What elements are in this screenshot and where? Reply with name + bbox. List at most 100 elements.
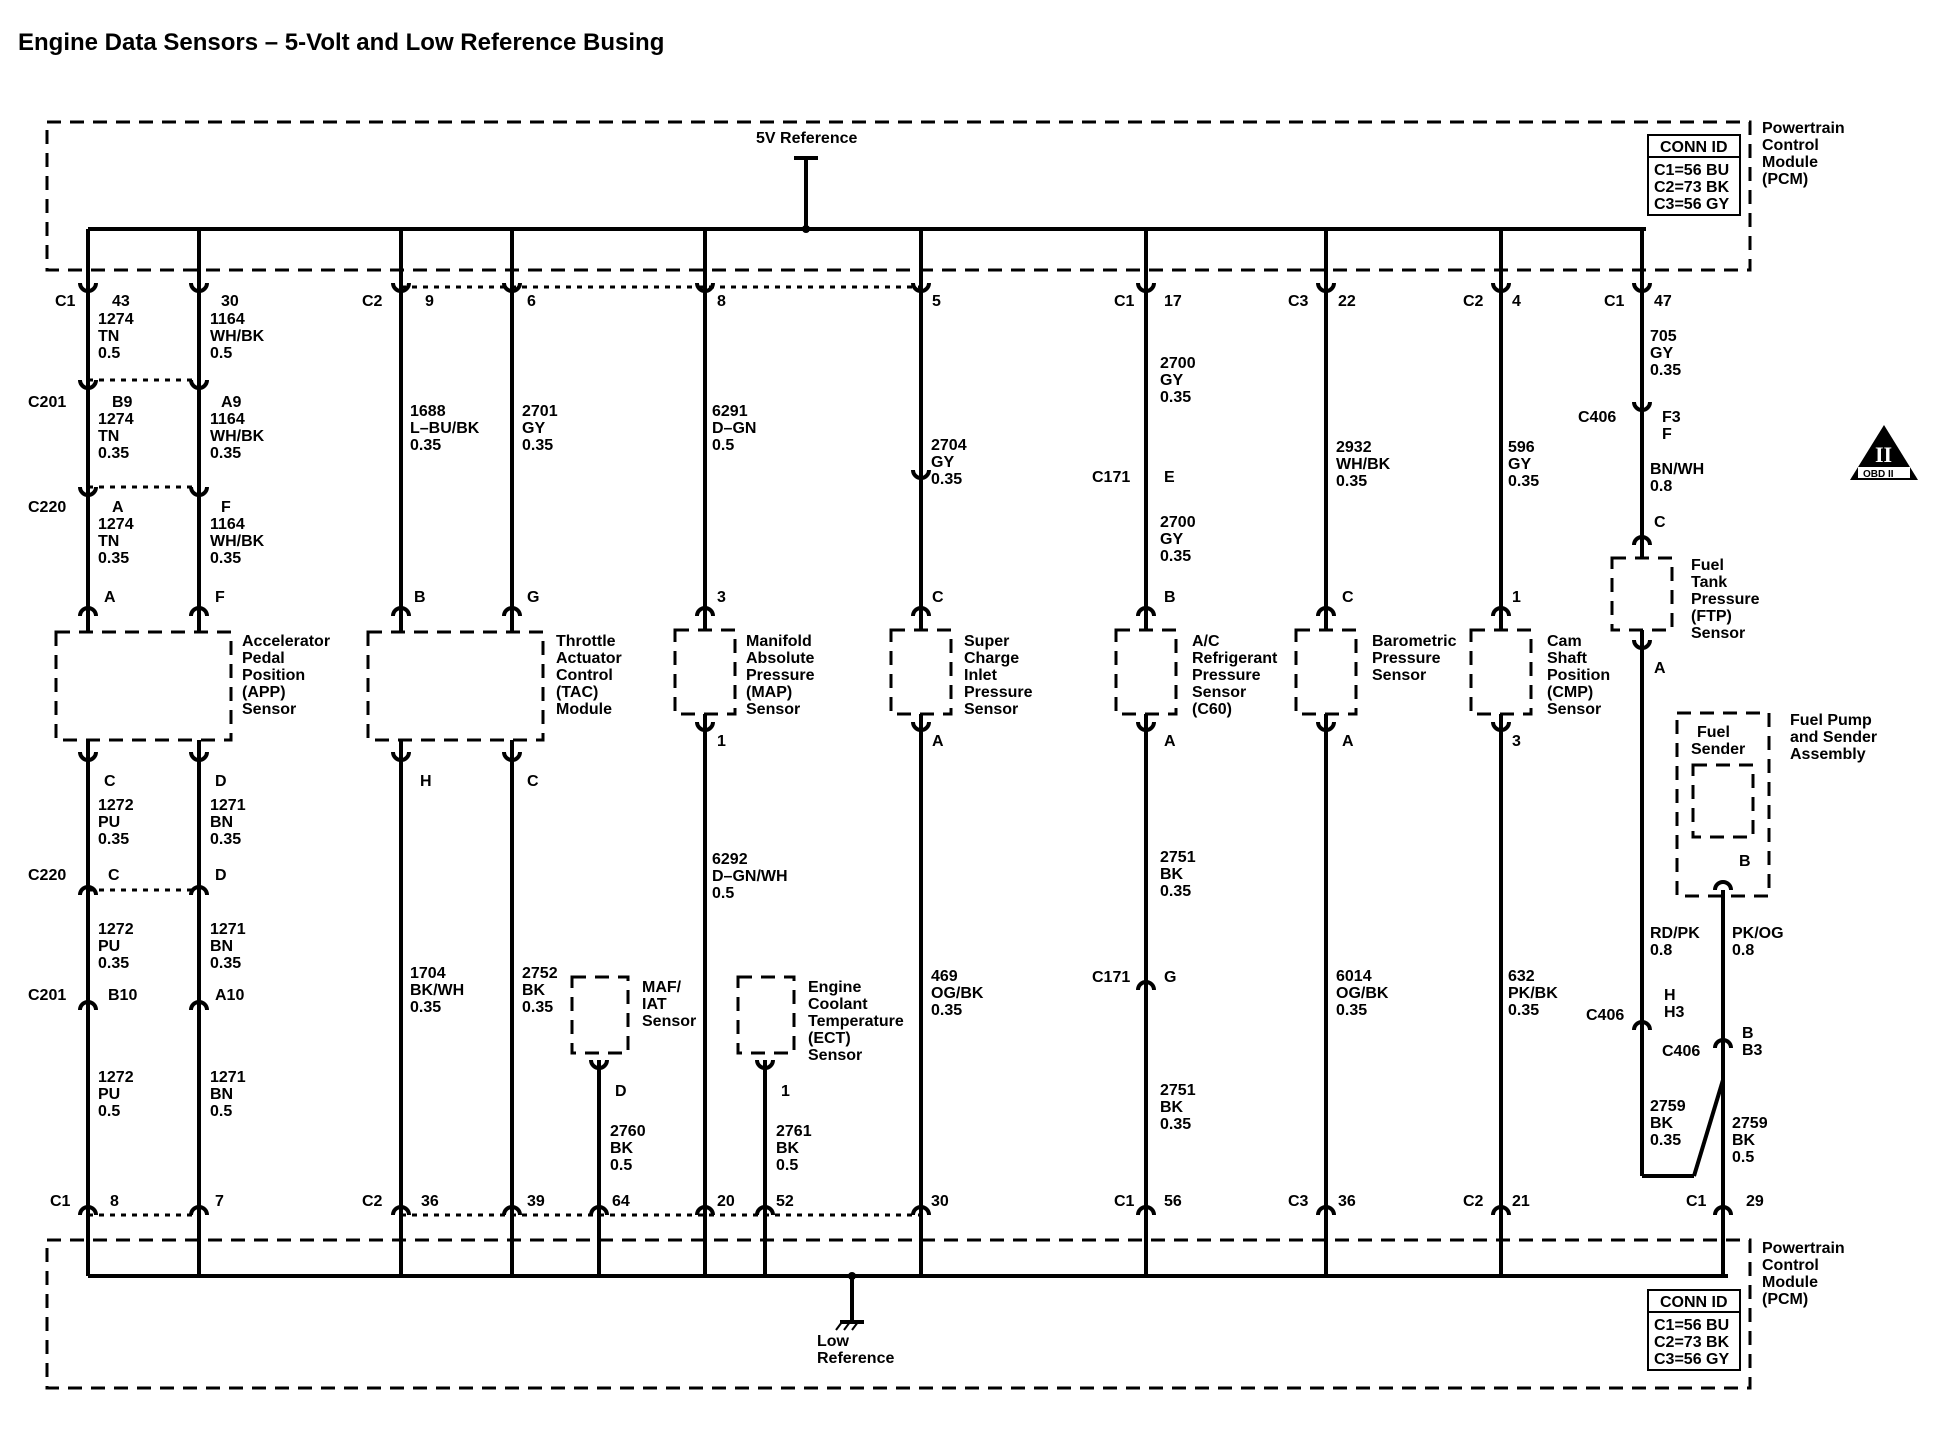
pcm-bottom-label: Powertrain Control Module (PCM) bbox=[1762, 1240, 1845, 1308]
svg-text:CONN ID: CONN ID bbox=[1660, 139, 1728, 156]
wire-label: TN bbox=[98, 428, 119, 445]
wire-label: 705 bbox=[1650, 328, 1677, 345]
wire-label: 1274 bbox=[98, 311, 134, 328]
wire-label: PU bbox=[98, 1086, 120, 1103]
wire-label: C2 bbox=[1463, 1193, 1484, 1210]
wire-label: G bbox=[527, 589, 539, 606]
wire-label: 2932 bbox=[1336, 439, 1372, 456]
wire-label: 0.5 bbox=[98, 1103, 120, 1120]
wire-label: C3 bbox=[1288, 1193, 1309, 1210]
wire-label: 9 bbox=[425, 293, 434, 310]
wire-label: BK/WH bbox=[410, 982, 464, 999]
wire-label: 0.35 bbox=[931, 471, 962, 488]
wire-label: BK bbox=[610, 1140, 634, 1157]
low-ref-label-1: Low bbox=[817, 1333, 850, 1350]
svg-text:Position: Position bbox=[242, 667, 305, 684]
wire-label: 2751 bbox=[1160, 849, 1196, 866]
wire-label: 3 bbox=[1512, 733, 1521, 750]
svg-text:and Sender: and Sender bbox=[1790, 729, 1877, 746]
wire-label: 0.35 bbox=[1336, 473, 1367, 490]
wire-label: D bbox=[215, 867, 227, 884]
ac-sensor-label: A/C Refrigerant Pressure Sensor (C60) bbox=[1192, 633, 1278, 718]
svg-text:C1=56 BU: C1=56 BU bbox=[1654, 1317, 1729, 1334]
wire-label: C1 bbox=[55, 293, 76, 310]
wire-label: 1164 bbox=[210, 311, 245, 328]
wire-label: C bbox=[1342, 589, 1354, 606]
scip-sensor-label: Super Charge Inlet Pressure Sensor bbox=[964, 633, 1033, 718]
wire-label: E bbox=[1164, 469, 1175, 486]
wire-label: 0.35 bbox=[1508, 1002, 1539, 1019]
wire-label: OG/BK bbox=[1336, 985, 1389, 1002]
svg-text:(ECT): (ECT) bbox=[808, 1030, 851, 1047]
wire-label: 0.8 bbox=[1732, 942, 1754, 959]
wire-label: 2751 bbox=[1160, 1082, 1196, 1099]
wire-label: 0.35 bbox=[1160, 1116, 1191, 1133]
app-sensor-label: Accelerator Pedal Position (APP) Sensor bbox=[242, 633, 330, 718]
wire-label: GY bbox=[931, 454, 954, 471]
svg-text:Sensor: Sensor bbox=[1547, 701, 1601, 718]
ftp-sensor-label: Fuel Tank Pressure (FTP) Sensor bbox=[1691, 557, 1760, 642]
wire-label: 1272 bbox=[98, 797, 134, 814]
wire-label: 0.35 bbox=[1160, 389, 1191, 406]
wire-label: C406 bbox=[1578, 409, 1616, 426]
wire-label: WH/BK bbox=[210, 328, 265, 345]
svg-text:Coolant: Coolant bbox=[808, 996, 868, 1013]
wire-label: C1 bbox=[1114, 293, 1135, 310]
wire-label: 0.35 bbox=[410, 999, 441, 1016]
wire-label: WH/BK bbox=[210, 428, 265, 445]
wire-label: 7 bbox=[215, 1193, 224, 1210]
svg-text:C3=56 GY: C3=56 GY bbox=[1654, 196, 1729, 213]
wire-label: C bbox=[108, 867, 120, 884]
wire-label: PU bbox=[98, 814, 120, 831]
wire-label: G bbox=[1164, 969, 1176, 986]
svg-text:Sensor: Sensor bbox=[1192, 684, 1246, 701]
wire-label: 2759 bbox=[1732, 1115, 1768, 1132]
wire-label: 30 bbox=[931, 1193, 949, 1210]
wire-label: 0.35 bbox=[522, 437, 553, 454]
tac-module-label: Throttle Actuator Control (TAC) Module bbox=[556, 633, 622, 718]
svg-text:Shaft: Shaft bbox=[1547, 650, 1588, 667]
wire-label: C1 bbox=[50, 1193, 71, 1210]
svg-text:C1=56 BU: C1=56 BU bbox=[1654, 162, 1729, 179]
svg-text:Accelerator: Accelerator bbox=[242, 633, 330, 650]
wire-label: C171 bbox=[1092, 469, 1130, 486]
wire-label: D–GN bbox=[712, 420, 756, 437]
wire-label: 2761 bbox=[776, 1123, 812, 1140]
svg-text:Refrigerant: Refrigerant bbox=[1192, 650, 1278, 667]
wire-label: 4 bbox=[1512, 293, 1521, 310]
wire-label: F bbox=[221, 499, 231, 516]
svg-text:Module: Module bbox=[1762, 1274, 1818, 1291]
pcm-top-label: Powertrain Control Module (PCM) bbox=[1762, 120, 1845, 188]
wire-label: 2701 bbox=[522, 403, 558, 420]
low-ref-splice bbox=[848, 1272, 856, 1280]
wire-label: 1 bbox=[1512, 589, 1521, 606]
wire-label: 1274 bbox=[98, 516, 134, 533]
wire-label: 52 bbox=[776, 1193, 794, 1210]
fuel-sender-label: Fuel Sender bbox=[1691, 724, 1745, 758]
wire-label: C bbox=[104, 773, 116, 790]
wire-label: 6 bbox=[527, 293, 536, 310]
wire-label: C406 bbox=[1662, 1043, 1700, 1060]
svg-text:Fuel: Fuel bbox=[1697, 724, 1730, 741]
ect-sensor-label: Engine Coolant Temperature (ECT) Sensor bbox=[808, 979, 904, 1064]
wire-label: 0.8 bbox=[1650, 942, 1672, 959]
wire-label: BK bbox=[776, 1140, 800, 1157]
wire-label: C bbox=[527, 773, 539, 790]
wire-label: 0.35 bbox=[98, 831, 129, 848]
wire-label: F bbox=[1662, 426, 1672, 443]
svg-text:Manifold: Manifold bbox=[746, 633, 812, 650]
svg-text:Absolute: Absolute bbox=[746, 650, 815, 667]
svg-text:Sensor: Sensor bbox=[808, 1047, 862, 1064]
wire-label: RD/PK bbox=[1650, 925, 1700, 942]
wire-label: BK bbox=[1160, 866, 1184, 883]
wire-label: H3 bbox=[1664, 1004, 1685, 1021]
wire-label: 1164 bbox=[210, 516, 245, 533]
wire-label: B bbox=[1739, 853, 1751, 870]
wire-label: GY bbox=[1508, 456, 1531, 473]
component-boxes bbox=[54, 556, 1771, 1055]
wire-label: C220 bbox=[28, 499, 66, 516]
wire-label: 632 bbox=[1508, 968, 1535, 985]
wire-label: C201 bbox=[28, 987, 66, 1004]
wire-label: 2759 bbox=[1650, 1098, 1686, 1115]
wire-label: A bbox=[1342, 733, 1354, 750]
